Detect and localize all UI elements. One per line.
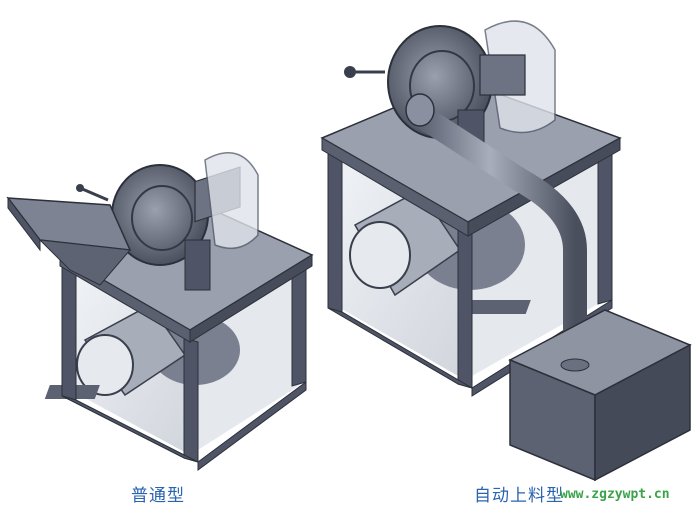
right-cone-mouth (349, 221, 411, 289)
left-belt-guard (204, 152, 259, 250)
collection-box-side (594, 343, 691, 482)
site-watermark: www.zgzywpt.cn (560, 487, 670, 502)
standard-grinder (6, 152, 314, 471)
feed-pipe (408, 103, 587, 372)
caption-standard-type: 普通型 (131, 486, 185, 506)
left-cone-mouth (76, 334, 134, 396)
auto-feed-grinder (320, 20, 692, 482)
caption-auto-feed-type: 自动上料型 (474, 486, 564, 506)
left-glass-side (190, 270, 300, 455)
